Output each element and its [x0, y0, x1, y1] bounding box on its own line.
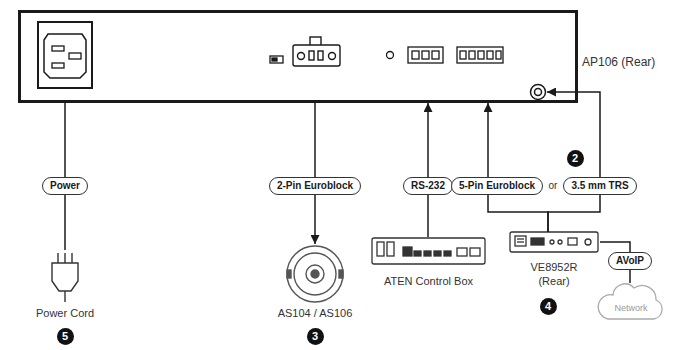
device-rear-panel: AP106 (Rear): [18, 10, 578, 103]
cable-line: [314, 195, 316, 244]
tag-text: RS-232: [411, 179, 445, 193]
cable-line: [629, 270, 631, 283]
power-cord: Power Cord: [18, 250, 112, 320]
cable-line: [488, 195, 548, 232]
panel-hole: [387, 52, 394, 59]
callout-number: 3: [307, 328, 324, 345]
two-pin-euroblock-socket: [293, 37, 340, 66]
av-over-ip-receiver: [510, 232, 598, 252]
callout-number: 2: [567, 150, 584, 167]
five-pin-euroblock-terminal: [457, 47, 503, 63]
cable-line: [64, 195, 66, 250]
cloud-shape: [598, 284, 662, 319]
tag-text: 5-Pin Euroblock: [459, 179, 535, 193]
device-label: AS104 / AS106: [262, 306, 368, 320]
cable-tag: RS-232: [403, 177, 453, 195]
power-plug: [52, 253, 78, 302]
panel-title: AP106 (Rear): [582, 55, 655, 69]
cable-tag: AVoIP: [608, 252, 652, 270]
speaker: AS104 / AS106: [262, 244, 368, 320]
device-label: VE8952R (Rear): [508, 260, 600, 288]
cable-line: [487, 103, 489, 177]
trs-jack: [531, 85, 546, 100]
cable-line: [548, 195, 600, 232]
cable-tag: Power: [42, 177, 88, 195]
cable-tag: 2-Pin Euroblock: [269, 177, 361, 195]
iec-power-inlet: [38, 22, 92, 88]
rs232-terminal: [408, 47, 443, 63]
device-label: Network: [594, 303, 668, 314]
callout-number: 4: [540, 298, 557, 315]
device-label: ATEN Control Box: [368, 274, 489, 288]
cable-tag: 3.5 mm TRS: [563, 177, 636, 195]
cable-line: [547, 92, 600, 177]
ceiling-speaker: [287, 246, 343, 302]
panel-switch: [270, 56, 283, 63]
tag-text: 3.5 mm TRS: [571, 179, 628, 193]
cable-line: [314, 103, 316, 177]
control-box: ATEN Control Box: [368, 237, 489, 288]
cable-line: [427, 195, 429, 237]
device-label: Power Cord: [18, 306, 112, 320]
cable-line: [427, 103, 429, 177]
connector-note: or: [549, 180, 558, 192]
callout-number: 5: [57, 328, 74, 345]
cable-line: [600, 242, 630, 252]
network-cloud: Network: [594, 283, 668, 321]
tag-text: Power: [50, 179, 80, 193]
cable-tag: 5-Pin Euroblock: [451, 177, 543, 195]
cable-line: [64, 103, 66, 177]
control-box: [372, 238, 485, 264]
tag-text: 2-Pin Euroblock: [277, 179, 353, 193]
receiver: VE8952R (Rear): [508, 232, 600, 288]
tag-text: AVoIP: [616, 254, 644, 268]
cloud-outline: [594, 283, 668, 321]
